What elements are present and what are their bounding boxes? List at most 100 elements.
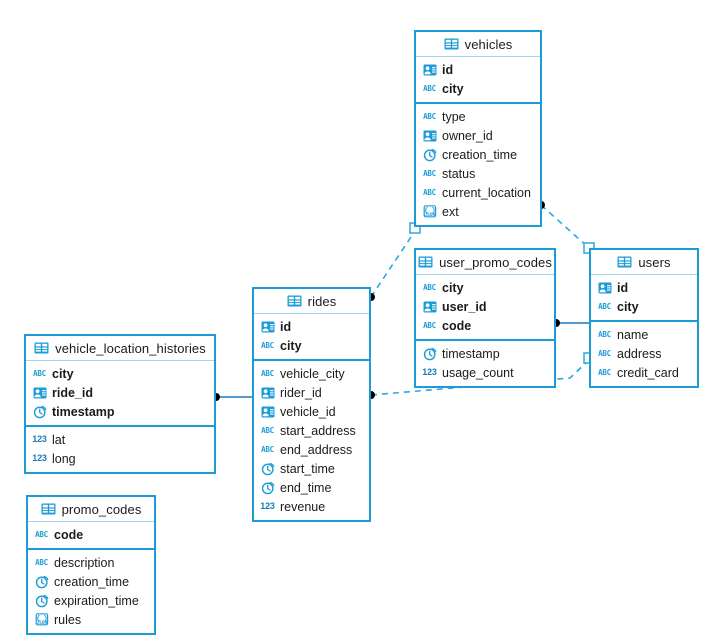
entity-header[interactable]: rides (254, 289, 369, 314)
entity-title: vehicle_location_histories (55, 340, 206, 356)
table-field[interactable]: vehicle_id (254, 402, 369, 421)
field-name: creation_time (54, 574, 130, 589)
field-name: city (280, 338, 302, 353)
entity-title: rides (307, 293, 337, 309)
primary-key-field[interactable]: id (591, 278, 697, 297)
table-field[interactable]: expiration_time (28, 591, 154, 610)
field-name: city (52, 366, 74, 381)
abc-string-icon: ABC (35, 529, 48, 539)
clock-icon (32, 405, 47, 419)
abc-string-icon: ABC (423, 168, 436, 178)
entity-header[interactable]: user_promo_codes (416, 250, 554, 275)
123-number-icon: 123 (32, 434, 47, 444)
entity-title: vehicles (464, 36, 513, 52)
entity-header[interactable]: vehicle_location_histories (26, 336, 214, 361)
abc-string-icon: ABC (598, 329, 611, 339)
123-number-icon: 123 (422, 367, 437, 377)
relationship-vlh-to-rides[interactable] (212, 393, 252, 401)
primary-key-field[interactable]: user_id (416, 297, 554, 316)
table-icon (617, 255, 632, 269)
primary-key-field[interactable]: id (254, 317, 369, 336)
relationship-upc-to-users[interactable] (552, 319, 589, 327)
field-name: description (54, 555, 115, 570)
abc-string-icon: ABC (598, 301, 611, 311)
field-name: status (442, 166, 476, 181)
entity-header[interactable]: promo_codes (28, 497, 154, 522)
clock-icon (422, 347, 437, 361)
table-field[interactable]: creation_time (416, 145, 540, 164)
entity-header[interactable]: vehicles (416, 32, 540, 57)
field-name: current_location (442, 185, 531, 200)
table-field[interactable]: creation_time (28, 572, 154, 591)
table-field[interactable]: end_time (254, 478, 369, 497)
table-icon (444, 37, 459, 51)
table-icon (418, 255, 433, 269)
relationship-line (540, 204, 590, 249)
svg-text:JSON: JSON (36, 620, 47, 626)
relationship-rides-to-vehicles[interactable] (367, 222, 421, 301)
table-icon (34, 341, 49, 355)
table-field[interactable]: 123 lat (26, 430, 214, 449)
table-field[interactable]: rider_id (254, 383, 369, 402)
field-name: id (617, 280, 629, 295)
clock-icon (260, 462, 275, 476)
entity-header[interactable]: users (591, 250, 697, 275)
primary-key-group: ABC code (28, 522, 154, 550)
table-field[interactable]: owner_id (416, 126, 540, 145)
field-name: id (280, 319, 292, 334)
table-icon (41, 502, 56, 516)
primary-key-field[interactable]: ABC city (591, 297, 697, 316)
primary-key-field[interactable]: ride_id (26, 383, 214, 402)
json-icon: JSON (34, 613, 49, 627)
field-name: start_time (280, 461, 335, 476)
entity-title: user_promo_codes (439, 254, 552, 270)
table-field[interactable]: start_time (254, 459, 369, 478)
field-name: code (54, 527, 84, 542)
abc-string-icon: ABC (598, 348, 611, 358)
entity-title: promo_codes (61, 501, 142, 517)
field-name: ext (442, 204, 459, 219)
field-name: vehicle_id (280, 404, 336, 419)
primary-key-field[interactable]: ABC code (28, 525, 154, 544)
table-field[interactable]: timestamp (416, 344, 554, 363)
abc-string-icon: ABC (598, 367, 611, 377)
relationship-vehicles-to-users[interactable] (537, 201, 595, 254)
field-name: vehicle_city (280, 366, 345, 381)
field-name: lat (52, 432, 66, 447)
field-name: city (617, 299, 639, 314)
id-card-icon (260, 386, 275, 400)
primary-key-field[interactable]: id (416, 60, 540, 79)
table-field[interactable]: ABC status (416, 164, 540, 183)
abc-string-icon: ABC (423, 83, 436, 93)
primary-key-field[interactable]: timestamp (26, 402, 214, 421)
